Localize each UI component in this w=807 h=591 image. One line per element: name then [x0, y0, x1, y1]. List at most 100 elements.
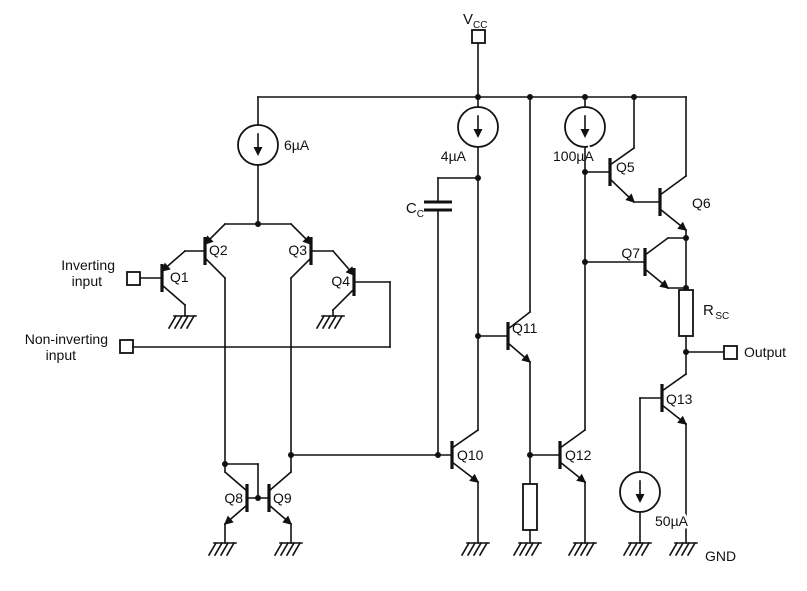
- junction-dot: [475, 94, 481, 100]
- q1-label: Q1: [170, 269, 189, 285]
- current-source-symbol: [619, 471, 661, 513]
- ground-symbol: [316, 315, 345, 329]
- q2-collector: [203, 256, 227, 280]
- junction-dot: [683, 235, 689, 241]
- q8-label: Q8: [224, 490, 243, 506]
- junction-dot: [582, 94, 588, 100]
- q6-emitter: [658, 207, 688, 232]
- q12-emitter: [558, 460, 587, 484]
- current-source-100uA: 100µA: [551, 106, 606, 167]
- inverting-input-label-line1: Inverting: [61, 257, 115, 273]
- current-source-symbol: [564, 106, 606, 148]
- power-rail: VCC: [257, 11, 687, 313]
- q9-label: Q9: [273, 490, 292, 506]
- ground-symbol: [568, 542, 597, 556]
- ground-symbol: [461, 542, 490, 556]
- transistor-q11: Q11: [506, 310, 538, 364]
- vcc-label: VCC: [463, 11, 487, 31]
- q8-emitter: [223, 503, 249, 526]
- current-6uA-label: 6µA: [284, 137, 310, 153]
- q3-emitter: [289, 222, 313, 246]
- q13-emitter: [660, 403, 688, 426]
- junction-dot: [683, 349, 689, 355]
- junction-dot: [527, 94, 533, 100]
- junction-dot: [222, 461, 228, 467]
- q5-emitter: [608, 177, 636, 204]
- q9-collector: [267, 470, 293, 493]
- q13-collector: [660, 372, 688, 393]
- q11-collector: [506, 310, 532, 331]
- ground-symbol: [208, 542, 237, 556]
- second-stage: CC Q10 Q11: [288, 146, 542, 556]
- q12-collector: [558, 428, 587, 450]
- transistor-q12: Q12: [558, 428, 592, 484]
- capacitor-cc-label: CC: [406, 200, 424, 220]
- q6-collector: [658, 174, 688, 197]
- input-stage: Inverting input Non-inverting input Q1 Q…: [25, 164, 391, 473]
- junction-dot: [288, 452, 294, 458]
- ground-symbol: [274, 542, 303, 556]
- q4-collector: [331, 287, 356, 312]
- current-mirror: Q8 Q9: [208, 461, 303, 556]
- transistor-q3: Q3: [288, 222, 313, 280]
- q4-label: Q4: [331, 273, 350, 289]
- q13-label: Q13: [666, 391, 693, 407]
- inverting-input-label-line2: input: [72, 273, 102, 289]
- emitter-resistor: [522, 483, 538, 531]
- transistor-q5: Q5: [608, 146, 636, 204]
- inverting-input-terminal: [126, 271, 141, 286]
- short-circuit-resistor: [678, 289, 694, 337]
- junction-dot: [475, 333, 481, 339]
- transistor-q8: Q8: [223, 470, 249, 526]
- transistor-q2: Q2: [203, 222, 228, 280]
- transistor-q1: Q1: [160, 249, 189, 307]
- q7-collector: [643, 236, 670, 257]
- current-source-symbol: [457, 106, 499, 148]
- junction-dot: [255, 221, 261, 227]
- q4-emitter: [331, 249, 356, 277]
- noninverting-input-label-line2: input: [46, 347, 76, 363]
- current-source-symbol: [237, 124, 279, 166]
- ground-symbol: [623, 542, 652, 556]
- current-source-4uA: 4µA: [441, 106, 499, 164]
- current-50uA-label: 50µA: [655, 513, 689, 529]
- q12-label: Q12: [565, 447, 592, 463]
- noninverting-input-terminal: [119, 339, 134, 354]
- q10-label: Q10: [457, 447, 484, 463]
- q2-emitter: [203, 222, 227, 246]
- output-terminal: [723, 345, 738, 360]
- vcc-terminal: [471, 29, 486, 44]
- q1-collector: [160, 283, 187, 307]
- ground-symbol: [669, 542, 698, 556]
- q5-collector: [608, 146, 636, 167]
- junction-dot: [475, 175, 481, 181]
- transistor-q7: Q7: [621, 236, 670, 290]
- q7-label: Q7: [621, 245, 640, 261]
- output-label: Output: [744, 344, 786, 360]
- junction-dot: [435, 452, 441, 458]
- ground-symbol: [513, 542, 542, 556]
- current-100uA-label: 100µA: [553, 148, 594, 164]
- q6-label: Q6: [692, 195, 711, 211]
- q11-label: Q11: [512, 320, 538, 336]
- gnd-label: GND: [705, 548, 736, 564]
- transistor-q9: Q9: [267, 470, 293, 526]
- junction-dot: [255, 495, 261, 501]
- transistor-q10: Q10: [450, 428, 484, 484]
- q1-emitter: [160, 249, 187, 273]
- q8-collector: [223, 470, 249, 493]
- noninverting-input-label-line1: Non-inverting: [25, 331, 108, 347]
- current-source-6uA: 6µA: [237, 124, 310, 166]
- junction-dot: [631, 94, 637, 100]
- q3-collector: [289, 256, 313, 280]
- transistor-q6: Q6: [658, 174, 711, 232]
- q9-emitter: [267, 503, 293, 526]
- transistor-q4: Q4: [331, 249, 356, 312]
- q11-emitter: [506, 341, 532, 364]
- q5-label: Q5: [616, 159, 635, 175]
- q2-label: Q2: [209, 242, 228, 258]
